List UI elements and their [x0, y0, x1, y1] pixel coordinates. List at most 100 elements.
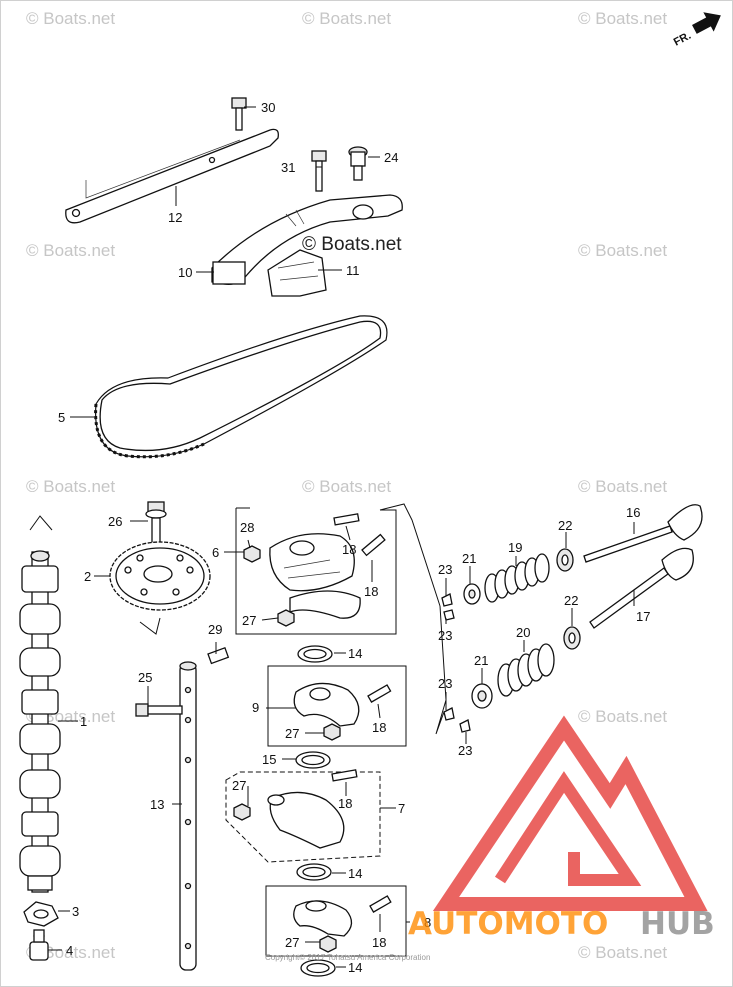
part-24-bolt [348, 146, 368, 181]
arrow-up-right-icon [692, 12, 721, 34]
callout-17: 17 [636, 609, 650, 624]
callout-18a: 18 [342, 542, 356, 557]
watermark: © Boats.net [302, 9, 391, 28]
callout-23a: 23 [438, 562, 452, 577]
part-14-washer [297, 645, 333, 663]
part-14-washer [300, 959, 336, 977]
part-7-rocker-arm [267, 791, 345, 849]
callout-3: 3 [72, 904, 79, 919]
watermark: © Boats.net [578, 9, 667, 28]
callout-30: 30 [261, 100, 275, 115]
callout-4: 4 [66, 943, 73, 958]
part-16-valve [583, 504, 703, 563]
part-27-nut [323, 723, 341, 741]
callout-23b: 23 [438, 628, 452, 643]
part-6-rocker-arm-assembly [269, 533, 361, 619]
callout-25: 25 [138, 670, 152, 685]
part-5-timing-chain [94, 315, 388, 459]
part-8-rocker-arm [293, 900, 353, 937]
watermark: © Boats.net [26, 241, 115, 260]
callout-27d: 27 [285, 935, 299, 950]
part-13-rocker-shaft [179, 661, 197, 971]
callout-23c: 23 [438, 676, 452, 691]
callout-24: 24 [384, 150, 398, 165]
callout-8: 8 [424, 915, 431, 930]
callout-7: 7 [398, 801, 405, 816]
part-21-retainer [463, 583, 481, 605]
callout-20: 20 [516, 625, 530, 640]
watermark-center: © Boats.net [302, 234, 402, 255]
callout-10: 10 [178, 265, 192, 280]
front-label: FR. [672, 30, 693, 49]
part-31-bolt [311, 150, 327, 192]
part-28-nut [243, 545, 261, 563]
part-3-seal [23, 901, 59, 927]
group-7-outline [225, 771, 381, 863]
callout-15: 15 [262, 752, 276, 767]
watermark-layer: © Boats.net © Boats.net © Boats.net © Bo… [26, 9, 667, 962]
part-18-screw [333, 513, 360, 526]
callout-19: 19 [508, 540, 522, 555]
logo-text-auto: AUTOMOTO [408, 906, 608, 942]
callout-14a: 14 [348, 646, 362, 661]
part-20-valve-spring [497, 643, 555, 697]
callout-27c: 27 [232, 778, 246, 793]
part-10-tensioner-arm [211, 194, 403, 285]
part-1-camshaft [19, 515, 61, 893]
part-4-plug [29, 929, 49, 961]
part-22-seal [556, 548, 574, 572]
part-18-screw [369, 895, 392, 913]
callout-21a: 21 [462, 551, 476, 566]
part-27-nut [233, 803, 251, 821]
callout-13: 13 [150, 797, 164, 812]
watermark: © Boats.net [578, 707, 667, 726]
part-30-bolt [231, 97, 247, 131]
callout-1: 1 [80, 714, 87, 729]
part-23-cotter [443, 707, 455, 721]
part-14-washer [296, 863, 332, 881]
part-12-chain-guide [65, 128, 279, 224]
callout-14b: 14 [348, 866, 362, 881]
part-23-cotter [443, 609, 455, 621]
part-18-screw [367, 684, 392, 703]
callout-16: 16 [626, 505, 640, 520]
part-26-bolt [145, 501, 167, 545]
callout-18b: 18 [364, 584, 378, 599]
watermark: © Boats.net [26, 9, 115, 28]
logo-text-hub: HUB [640, 906, 715, 942]
leader-lines [48, 106, 635, 968]
callout-29: 29 [208, 622, 222, 637]
front-direction-marker: FR. [672, 12, 721, 49]
callout-23d: 23 [458, 743, 472, 758]
callout-labels: 30 31 24 12 10 11 5 26 2 1 3 4 25 29 13 … [58, 100, 650, 975]
callout-6: 6 [212, 545, 219, 560]
callout-27a: 27 [242, 613, 256, 628]
callout-26: 26 [108, 514, 122, 529]
part-15-washer [295, 751, 331, 769]
logo-triangle [432, 715, 708, 911]
part-17-valve [589, 547, 694, 629]
callout-28: 28 [240, 520, 254, 535]
group-9-outline [267, 665, 407, 747]
part-11-tensioner [267, 249, 327, 297]
callout-11: 11 [346, 263, 360, 278]
callout-22a: 22 [558, 518, 572, 533]
watermark: © Boats.net [578, 477, 667, 496]
part-27-nut [319, 935, 337, 953]
part-29-pin [207, 647, 230, 665]
callout-31: 31 [281, 160, 295, 175]
watermark: © Boats.net [578, 241, 667, 260]
automotohub-logo: AUTOMOTO HUB [408, 715, 715, 942]
callout-5: 5 [58, 410, 65, 425]
callout-22b: 22 [564, 593, 578, 608]
callout-12: 12 [168, 210, 182, 225]
callout-18d: 18 [338, 796, 352, 811]
group-6-outline [235, 507, 397, 635]
callout-18c: 18 [372, 720, 386, 735]
callout-21b: 21 [474, 653, 488, 668]
watermark: © Boats.net [302, 477, 391, 496]
part-2-cam-sprocket [109, 541, 211, 635]
part-9-rocker-arm [293, 682, 360, 727]
watermark: © Boats.net [578, 943, 667, 962]
